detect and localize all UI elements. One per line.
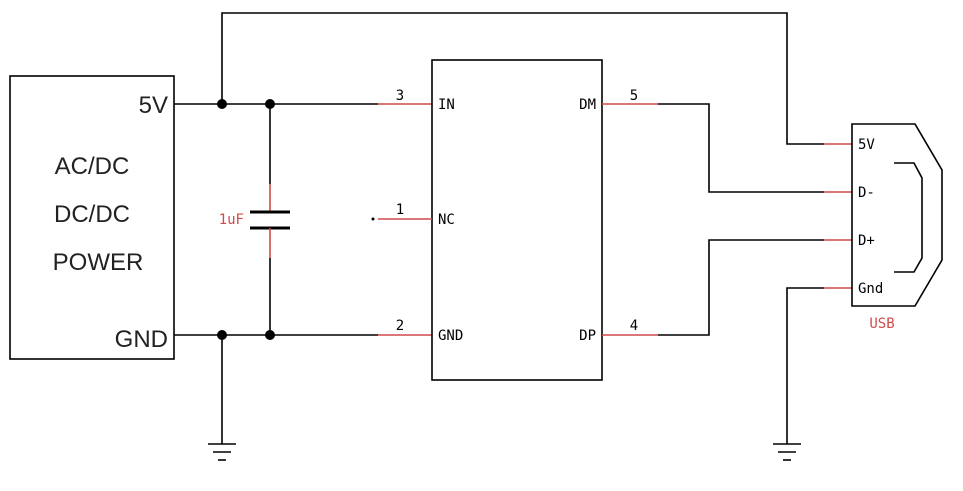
- junction-dot-5v-a: [217, 99, 227, 109]
- usb-pin-gnd-label: Gnd: [858, 281, 883, 297]
- junction-dot-gnd-a: [217, 330, 227, 340]
- power-pin-5v-label: 5V: [139, 92, 168, 119]
- usb-pin-5v-label: 5V: [858, 137, 875, 153]
- usb-label: USB: [869, 316, 894, 332]
- ic-pin-nc-label: NC: [438, 212, 455, 228]
- nc-pin-end: [371, 217, 375, 221]
- usb-connector-outline: [851, 123, 943, 307]
- wire-dp-to-usb: [658, 239, 824, 336]
- usb-pin-dminus-label: D-: [858, 185, 875, 201]
- ic-pin-in-number: 3: [396, 88, 404, 104]
- capacitor-label: 1uF: [219, 212, 244, 228]
- ic-pin-dp-number: 4: [630, 318, 638, 334]
- power-supply-block: [9, 75, 175, 360]
- ic-pin-nc-number: 1: [396, 202, 404, 218]
- power-label-line1: AC/DC: [55, 153, 130, 180]
- usb-connector-inner: [894, 162, 923, 273]
- junction-dot-5v-b: [265, 99, 275, 109]
- power-label-line3: POWER: [53, 249, 144, 276]
- wire-usb-gnd: [786, 287, 824, 444]
- ic-pin-dm-number: 5: [630, 88, 638, 104]
- junction-dot-gnd-b: [265, 330, 275, 340]
- ground-symbol-right: [773, 443, 801, 461]
- ic-pin-dm-label: DM: [579, 97, 596, 113]
- ic-pin-dp-label: DP: [579, 328, 596, 344]
- ic-block: [431, 59, 603, 381]
- wire-dm-to-usb: [658, 103, 824, 193]
- ic-pin-gnd-label: GND: [438, 328, 463, 344]
- power-label-line2: DC/DC: [54, 201, 130, 228]
- ic-pin-in-label: IN: [438, 97, 455, 113]
- wire-5v-to-usb: [221, 12, 824, 145]
- usb-pin-dplus-label: D+: [858, 233, 875, 249]
- power-pin-gnd-label: GND: [115, 326, 168, 353]
- ground-symbol-left: [208, 443, 236, 461]
- ic-pin-gnd-number: 2: [396, 318, 404, 334]
